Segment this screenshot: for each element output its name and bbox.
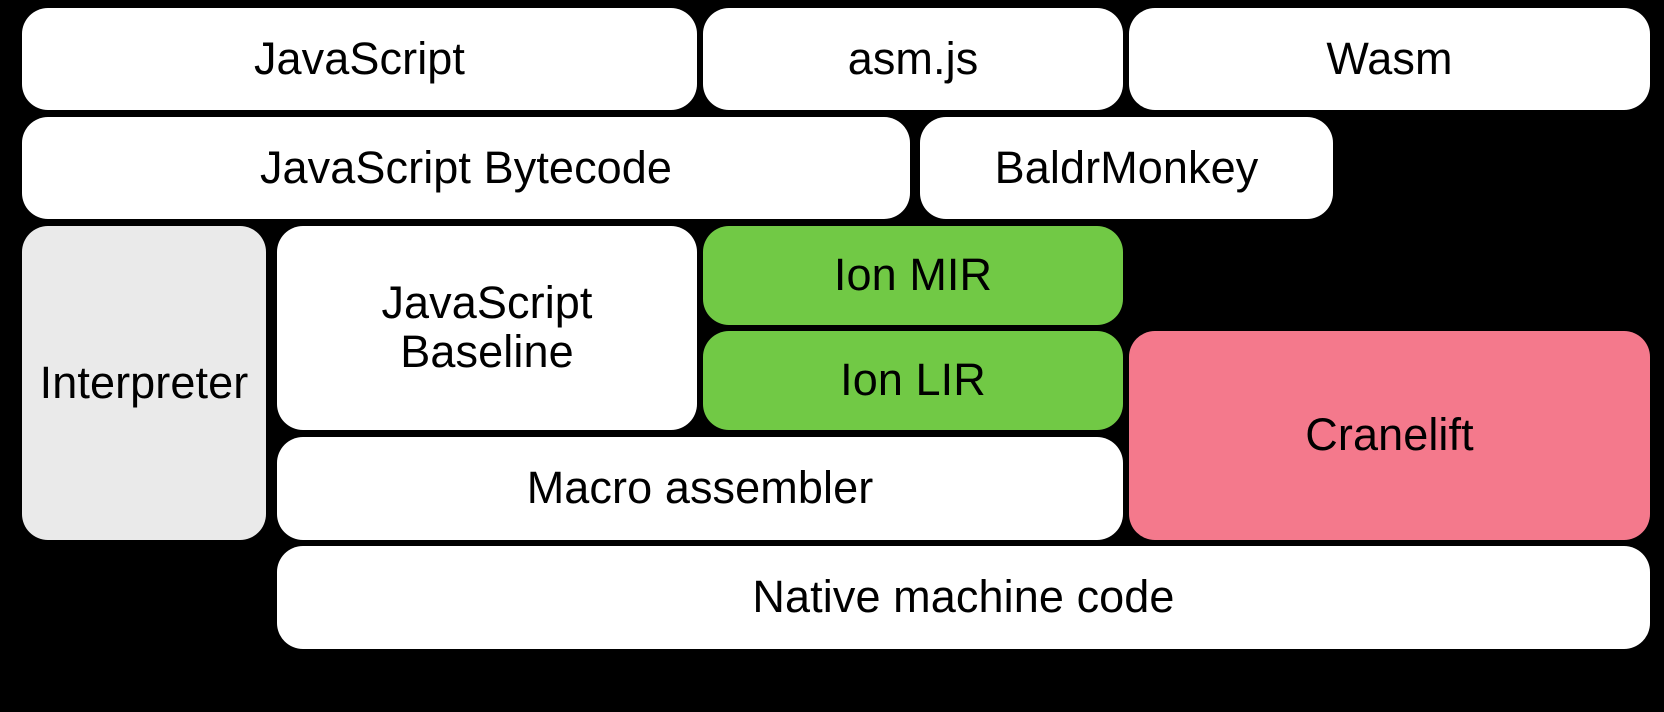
node-interpreter: Interpreter xyxy=(22,226,266,540)
node-asmjs: asm.js xyxy=(703,8,1123,110)
node-ion-lir: Ion LIR xyxy=(703,331,1123,430)
node-javascript: JavaScript xyxy=(22,8,697,110)
node-baldrmonkey: BaldrMonkey xyxy=(920,117,1333,219)
node-ion-mir: Ion MIR xyxy=(703,226,1123,325)
node-wasm: Wasm xyxy=(1129,8,1650,110)
node-native-machine-code: Native machine code xyxy=(277,546,1650,649)
node-cranelift: Cranelift xyxy=(1129,331,1650,540)
node-javascript-baseline: JavaScript Baseline xyxy=(277,226,697,430)
node-macro-assembler: Macro assembler xyxy=(277,437,1123,540)
node-javascript-bytecode: JavaScript Bytecode xyxy=(22,117,910,219)
